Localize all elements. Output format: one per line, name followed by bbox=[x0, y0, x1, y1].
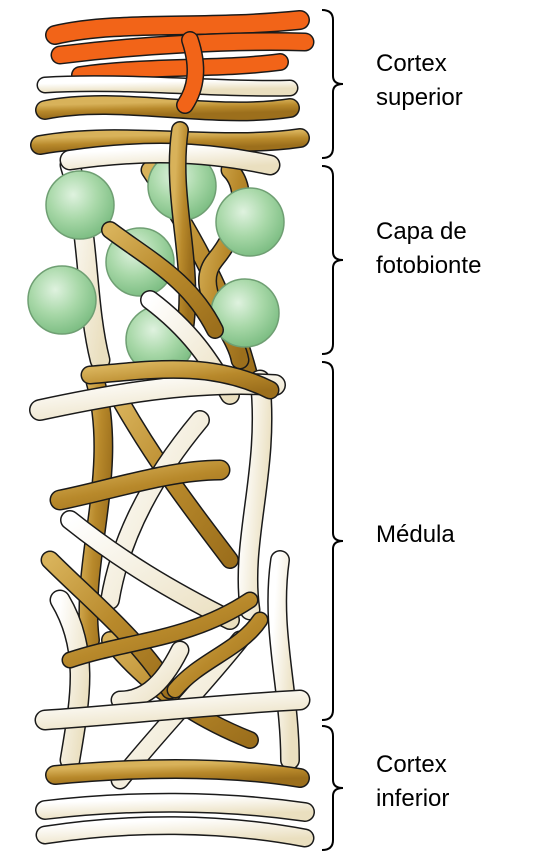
layer-bracket bbox=[322, 726, 343, 850]
hypha bbox=[277, 560, 290, 760]
hypha bbox=[45, 84, 290, 89]
label-cortex-inferior: Cortex inferior bbox=[376, 748, 449, 816]
label-capa-de-fotobionte: Capa de fotobionte bbox=[376, 215, 481, 283]
hypha bbox=[60, 600, 80, 760]
layer-bracket bbox=[322, 362, 343, 720]
hypha bbox=[45, 826, 305, 838]
photobiont-cell bbox=[28, 266, 96, 334]
label-medula: Médula bbox=[376, 518, 455, 552]
layer-brackets bbox=[322, 10, 343, 850]
layer-bracket bbox=[322, 166, 343, 354]
hypha bbox=[248, 380, 262, 610]
hypha bbox=[80, 62, 280, 75]
hypha bbox=[45, 803, 305, 812]
photobiont-cell bbox=[211, 279, 279, 347]
layer-bracket bbox=[322, 10, 343, 158]
hypha bbox=[45, 105, 290, 111]
upper-cortex-hyphae bbox=[45, 20, 305, 105]
photobiont-cell bbox=[216, 188, 284, 256]
hypha bbox=[55, 769, 300, 778]
label-cortex-superior: Cortex superior bbox=[376, 47, 463, 115]
hypha bbox=[185, 40, 195, 105]
